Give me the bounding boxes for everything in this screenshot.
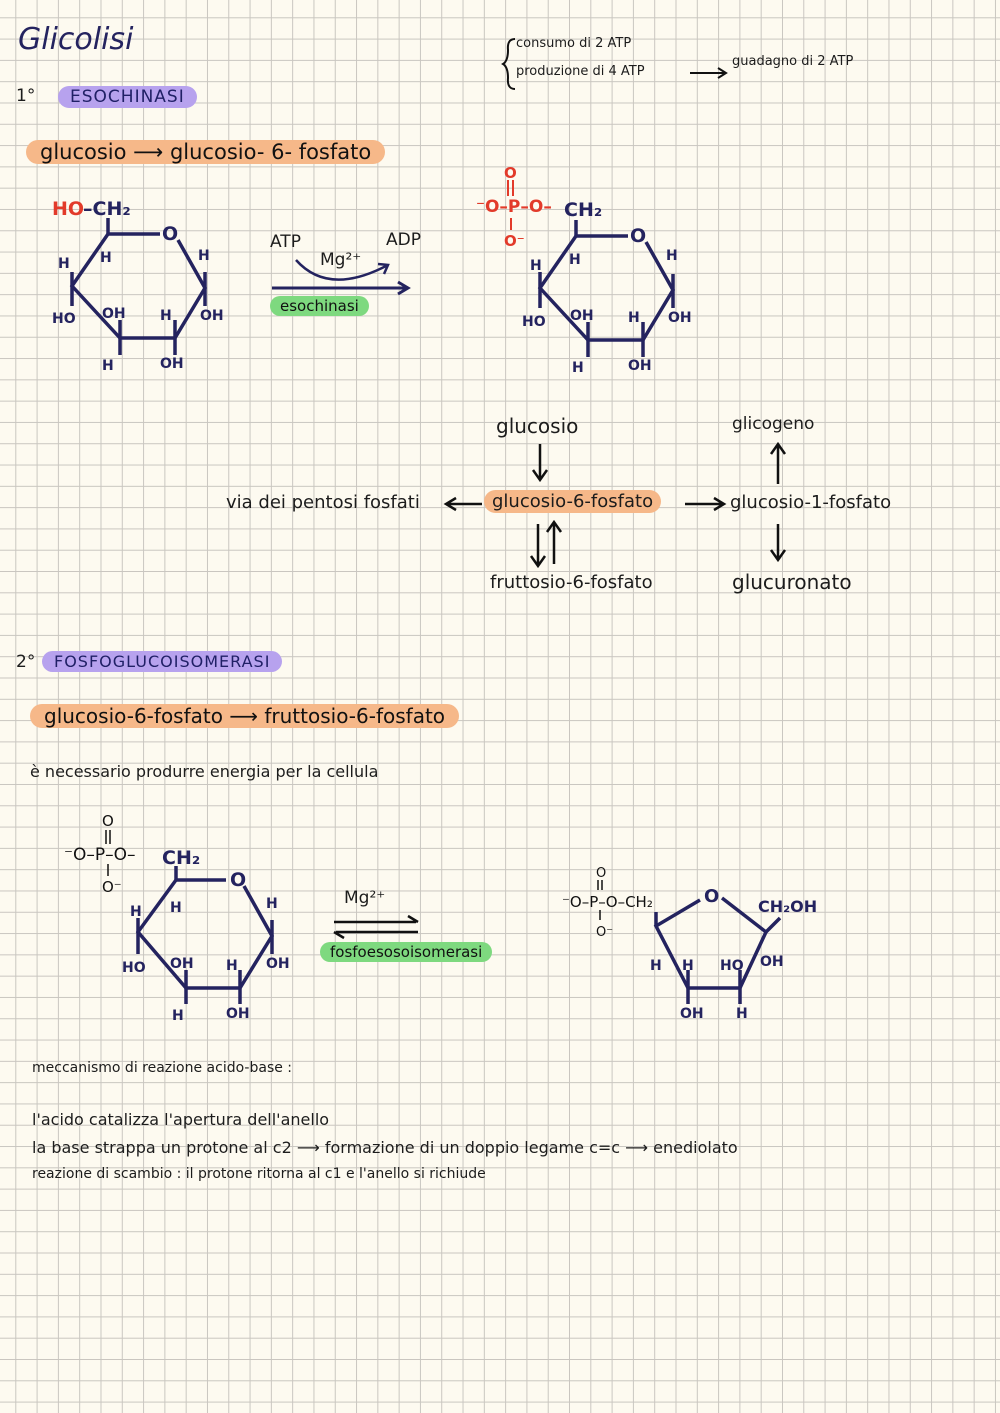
svg-text:H: H <box>100 250 112 266</box>
glucose-structure: HO –CH₂ O H H H HO OH H OH H OH <box>52 198 224 374</box>
glucose-6-phosphate-structure: O ⁻O–P–O– CH₂ O⁻ O H H H HO OH H OH H OH <box>476 164 692 376</box>
g6p-structure-step2: O ⁻O–P–O– CH₂ O⁻ O H H H HO OH H OH H OH <box>64 812 290 1024</box>
svg-text:OH: OH <box>760 954 784 970</box>
svg-text:CH₂OH: CH₂OH <box>758 897 817 916</box>
svg-text:H: H <box>172 1008 184 1024</box>
step2-reaction: glucosio-6-fosfato ⟶ fruttosio-6-fosfato <box>30 704 460 728</box>
svg-text:O: O <box>704 886 719 907</box>
svg-text:CH₂: CH₂ <box>564 199 602 221</box>
svg-text:OH: OH <box>200 308 224 324</box>
svg-text:⁻O–P–O–: ⁻O–P–O– <box>476 197 552 217</box>
fate-glucosio-1-fosfato: glucosio-1-fosfato <box>730 492 892 513</box>
arrow-right-icon <box>690 67 728 79</box>
svg-text:OH: OH <box>226 1006 250 1022</box>
svg-text:HO: HO <box>522 314 546 330</box>
equilibrium-arrow-icon <box>333 914 419 940</box>
step1-enzyme-label: ESOCHINASI <box>58 86 197 108</box>
svg-text:H: H <box>170 900 182 916</box>
fate-glucosio: glucosio <box>496 414 579 438</box>
atp-net-gain: guadagno di 2 ATP <box>732 54 854 69</box>
page-title: Glicolisi <box>18 22 134 57</box>
svg-text:OH: OH <box>668 310 692 326</box>
svg-text:H: H <box>226 958 238 974</box>
svg-text:OH: OH <box>628 358 652 374</box>
svg-text:O: O <box>596 866 606 881</box>
step1-number: 1° <box>16 86 36 106</box>
svg-text:HO: HO <box>720 958 744 974</box>
svg-text:OH: OH <box>160 356 184 372</box>
svg-text:H: H <box>530 258 542 274</box>
svg-text:⁻O–P–O–CH₂: ⁻O–P–O–CH₂ <box>562 893 653 911</box>
svg-text:OH: OH <box>266 956 290 972</box>
svg-text:H: H <box>572 360 584 376</box>
catalyst-esochinasi: esochinasi <box>270 296 369 316</box>
svg-text:H: H <box>198 248 210 264</box>
atp-consumption: consumo di 2 ATP <box>516 36 632 51</box>
fate-fruttosio: fruttosio-6-fosfato <box>490 572 653 593</box>
svg-text:O: O <box>230 869 246 891</box>
catalyst-fosfoesosoisomerasi: fosfoesosoisomerasi <box>320 942 493 962</box>
svg-text:H: H <box>628 310 640 326</box>
svg-text:O⁻: O⁻ <box>596 925 613 940</box>
svg-text:–CH₂: –CH₂ <box>83 198 131 220</box>
mechanism-line3: reazione di scambio : il protone ritorna… <box>32 1166 486 1182</box>
atp-production: produzione di 4 ATP <box>516 64 645 79</box>
svg-text:H: H <box>736 1006 748 1022</box>
svg-text:O: O <box>102 812 114 830</box>
svg-text:OH: OH <box>102 306 126 322</box>
svg-text:CH₂: CH₂ <box>162 847 200 869</box>
svg-text:H: H <box>682 958 694 974</box>
svg-text:O⁻: O⁻ <box>504 232 525 250</box>
fate-pentosi: via dei pentosi fosfati <box>226 492 420 513</box>
fate-glucuronato: glucuronato <box>732 570 852 594</box>
svg-text:H: H <box>58 256 70 272</box>
step2-mg-cofactor: Mg²⁺ <box>344 888 386 908</box>
svg-text:HO: HO <box>122 960 146 976</box>
svg-text:O: O <box>504 164 517 182</box>
adp-label: ADP <box>386 230 421 250</box>
reaction-arrow-icon <box>272 259 411 296</box>
svg-text:H: H <box>130 904 142 920</box>
fate-arrows-icon <box>443 441 787 569</box>
mechanism-heading: meccanismo di reazione acido-base : <box>32 1060 293 1076</box>
step1-reaction: glucosio ⟶ glucosio- 6- fosfato <box>26 140 386 164</box>
svg-text:H: H <box>266 896 278 912</box>
svg-text:O: O <box>162 223 178 245</box>
svg-text:H: H <box>569 252 581 268</box>
svg-text:OH: OH <box>680 1006 704 1022</box>
svg-text:O⁻: O⁻ <box>102 878 122 896</box>
fructose-6-phosphate-structure: O ⁻O–P–O–CH₂ O⁻ O CH₂OH H H HO OH OH H <box>562 866 817 1022</box>
mg-cofactor: Mg²⁺ <box>320 250 362 270</box>
fate-glicogeno: glicogeno <box>732 414 815 434</box>
fate-center: glucosio-6-fosfato <box>484 490 662 513</box>
atp-label: ATP <box>270 232 301 252</box>
step2-enzyme-label: FOSFOGLUCOISOMERASI <box>42 651 283 672</box>
svg-text:OH: OH <box>570 308 594 324</box>
svg-text:HO: HO <box>52 311 76 327</box>
svg-text:H: H <box>650 958 662 974</box>
svg-text:OH: OH <box>170 956 194 972</box>
mechanism-line1: l'acido catalizza l'apertura dell'anello <box>32 1110 330 1129</box>
svg-text:O: O <box>630 225 646 247</box>
brace-icon <box>501 38 516 90</box>
svg-text:HO: HO <box>52 198 84 220</box>
svg-text:H: H <box>666 248 678 264</box>
svg-text:H: H <box>102 358 114 374</box>
svg-text:H: H <box>160 308 172 324</box>
svg-text:⁻O–P–O–: ⁻O–P–O– <box>64 845 136 865</box>
step2-number: 2° <box>16 652 36 672</box>
step2-note: è necessario produrre energia per la cel… <box>30 762 379 781</box>
mechanism-line2: la base strappa un protone al c2 ⟶ forma… <box>32 1138 738 1157</box>
